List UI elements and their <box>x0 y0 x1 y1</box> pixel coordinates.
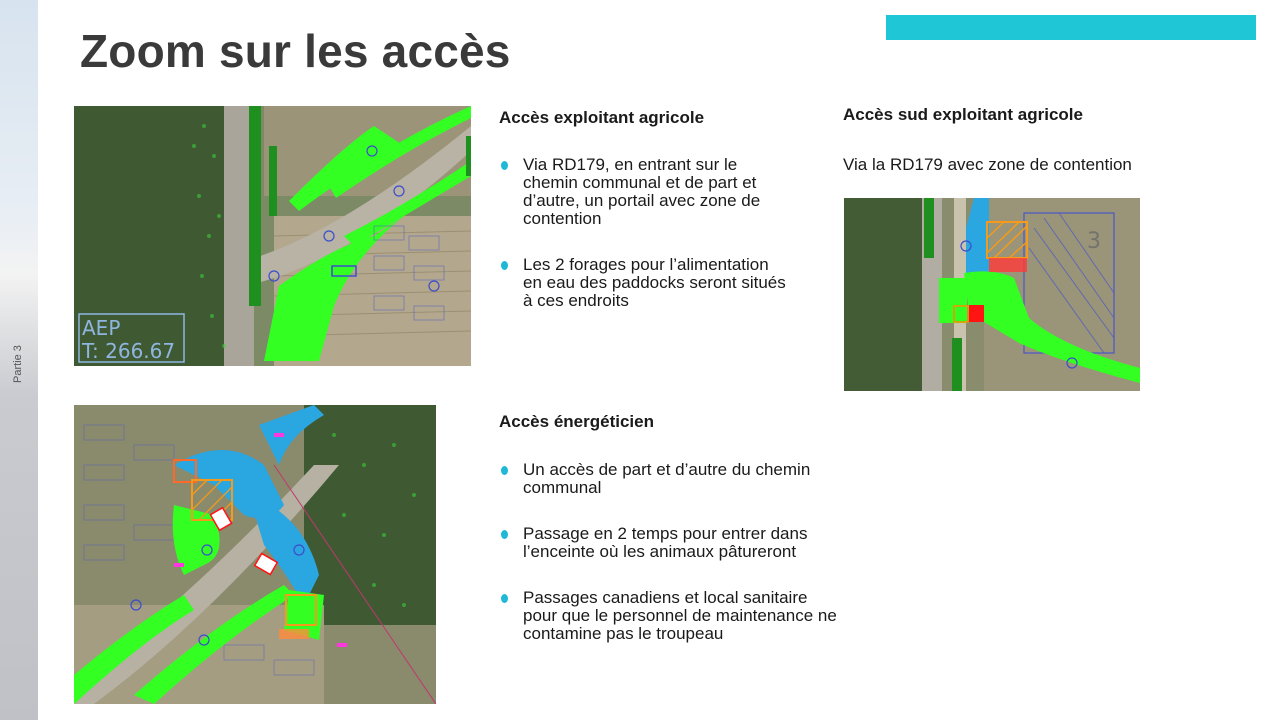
map-energy-access <box>74 405 436 704</box>
accent-bar <box>886 15 1256 40</box>
map-parcel-number: 3 <box>1087 229 1101 254</box>
map-farmer-access: AEP T: 266.67 <box>74 106 471 366</box>
section-label: Partie 3 <box>12 345 24 383</box>
list-item: Un accès de part et d’autre du chemin co… <box>499 461 839 497</box>
list-item: Passage en 2 temps pour entrer dans l’en… <box>499 525 839 561</box>
section-heading-farmer-access: Accès exploitant agricole <box>499 108 705 127</box>
list-item: Passages canadiens et local sanitaire po… <box>499 589 839 643</box>
south-access-text: Via la RD179 avec zone de contention <box>843 155 1132 174</box>
section-heading-south-access: Accès sud exploitant agricole <box>843 105 1083 124</box>
map-label-altitude: T: 266.67 <box>81 339 175 363</box>
energy-access-list: Un accès de part et d’autre du chemin co… <box>499 461 839 643</box>
section-heading-energy-access: Accès énergéticien <box>499 412 654 431</box>
map-south-access: 3 <box>844 198 1140 391</box>
sidebar: Partie 3 <box>0 0 38 720</box>
farmer-access-list: Via RD179, en entrant sur le chemin comm… <box>499 156 789 310</box>
map-label-aep: AEP <box>82 316 120 340</box>
list-item: Via RD179, en entrant sur le chemin comm… <box>499 156 789 228</box>
page-title: Zoom sur les accès <box>80 25 511 77</box>
list-item: Les 2 forages pour l’alimentation en eau… <box>499 256 789 310</box>
